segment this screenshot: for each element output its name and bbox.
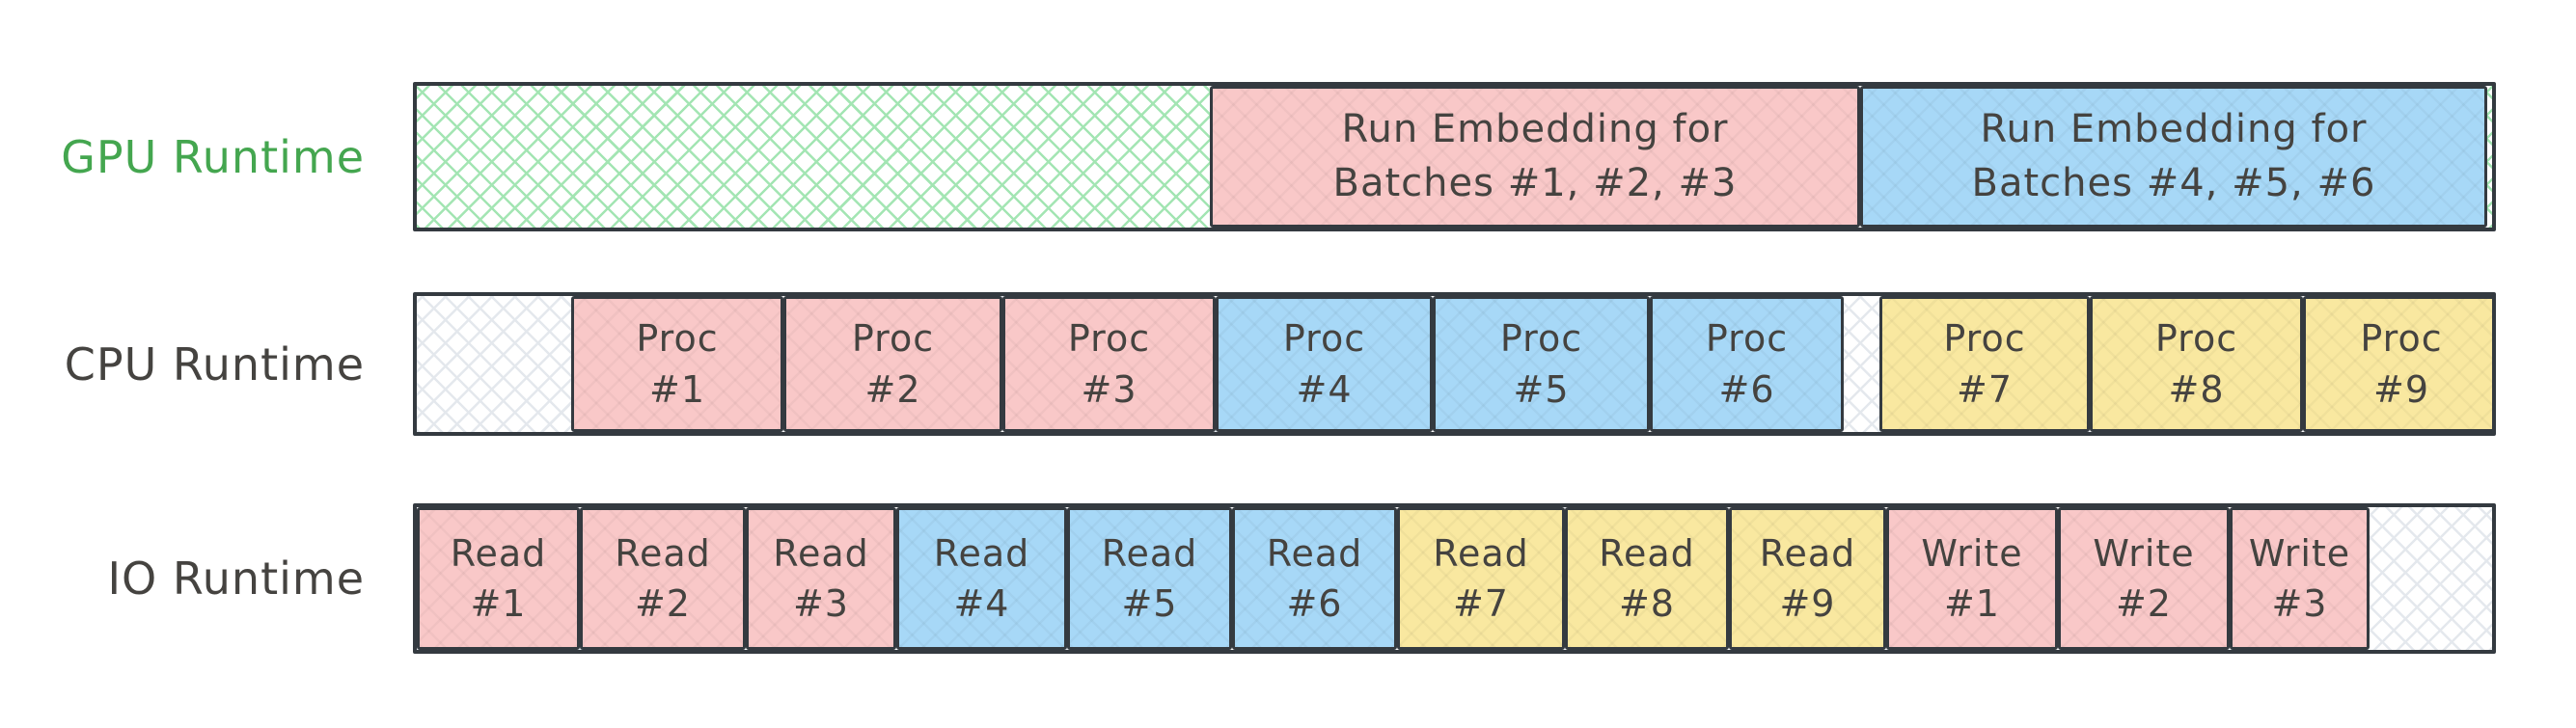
cpu-runtime-block-5: Proc #4 [1216, 296, 1433, 432]
cpu-runtime-idle-segment-1 [417, 296, 571, 432]
gpu-runtime-label: GPU Runtime [61, 130, 365, 183]
io-runtime-block-6: Read #6 [1232, 507, 1397, 650]
cpu-runtime-block-9: Proc #7 [1879, 296, 2090, 432]
cpu-runtime-block-10: Proc #8 [2090, 296, 2303, 432]
cpu-runtime-label: CPU Runtime [64, 337, 365, 391]
cpu-runtime-block-7: Proc #6 [1650, 296, 1844, 432]
cpu-runtime-idle-segment-8 [1844, 296, 1879, 432]
gpu-runtime-block-3: Run Embedding for Batches #4, #5, #6 [1860, 86, 2487, 228]
gpu-runtime-idle-segment-1 [417, 86, 1210, 228]
io-runtime-label: IO Runtime [107, 553, 365, 605]
io-runtime-block-4: Read #4 [896, 507, 1067, 650]
cpu-runtime-block-4: Proc #3 [1002, 296, 1216, 432]
cpu-runtime-block-2: Proc #1 [571, 296, 783, 432]
io-runtime-block-9: Read #9 [1729, 507, 1886, 650]
io-runtime-block-8: Read #8 [1565, 507, 1729, 650]
io-runtime-block-5: Read #5 [1067, 507, 1232, 650]
cpu-runtime-block-11: Proc #9 [2303, 296, 2492, 432]
io-runtime-block-3: Read #3 [746, 507, 896, 650]
io-runtime-block-10: Write #1 [1886, 507, 2058, 650]
cpu-runtime-block-6: Proc #5 [1433, 296, 1650, 432]
io-runtime-block-2: Read #2 [580, 507, 746, 650]
io-runtime-block-12: Write #3 [2230, 507, 2370, 650]
io-runtime-block-7: Read #7 [1397, 507, 1565, 650]
io-runtime-block-11: Write #2 [2058, 507, 2230, 650]
cpu-runtime-block-3: Proc #2 [783, 296, 1002, 432]
io-runtime-block-1: Read #1 [417, 507, 580, 650]
io-runtime-idle-segment-13 [2370, 507, 2492, 650]
gpu-runtime-idle-segment-4 [2487, 86, 2492, 228]
gpu-runtime-block-2: Run Embedding for Batches #1, #2, #3 [1210, 86, 1860, 228]
